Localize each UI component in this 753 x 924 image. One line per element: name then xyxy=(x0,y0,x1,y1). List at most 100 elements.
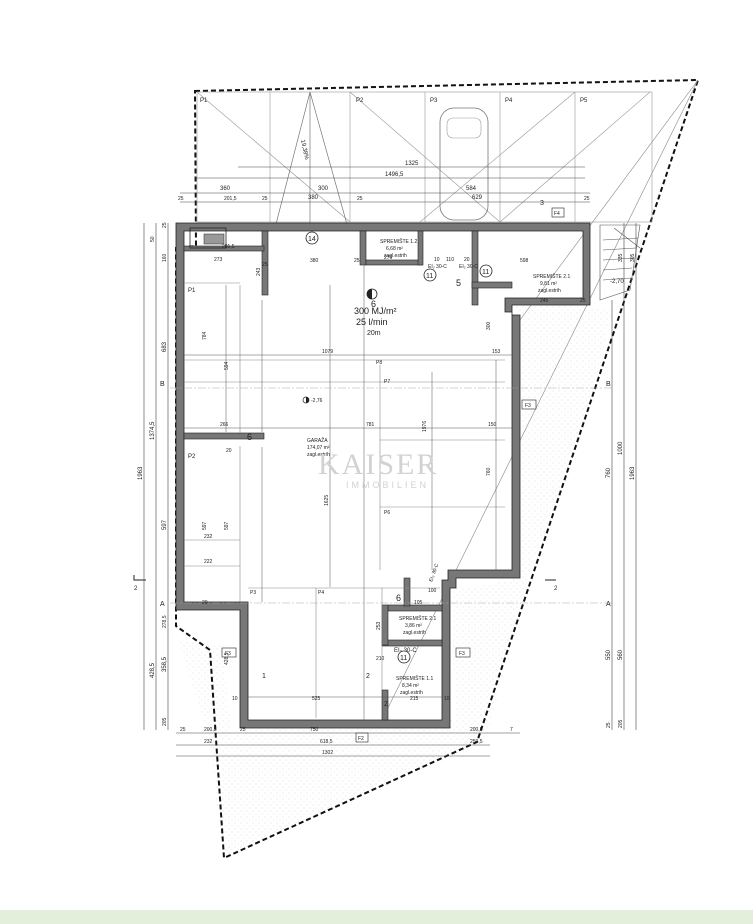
tag-f2: F2 xyxy=(358,736,364,742)
axis-lines xyxy=(170,387,612,604)
storage-2-1-name: SPREMIŠTE 2.1 xyxy=(533,273,570,280)
dim-inner-598: 598 xyxy=(520,258,529,264)
storage-1-1-name: SPREMIŠTE 1.1 xyxy=(396,675,433,682)
tag-f3-b: F3 xyxy=(225,651,231,657)
circle-mark-11-c: 11 xyxy=(400,655,407,662)
room-garage: GARAŽA 174,07 m² zagl.estrih xyxy=(307,436,330,458)
exterior-ground xyxy=(178,302,612,858)
parking-inside-p2: P2 xyxy=(188,454,196,460)
watermark-name: KAISER xyxy=(318,448,438,481)
dim-right-1963: 1963 xyxy=(630,466,636,480)
fire-flow: 25 l/min xyxy=(356,317,388,327)
dim-210: 210 xyxy=(376,656,385,662)
room-storage-2-1: SPREMIŠTE 2.1 9,81 m² zagl.estrih xyxy=(533,273,570,294)
axis-a-right: A xyxy=(606,601,611,608)
mark-5: 5 xyxy=(456,278,461,288)
dim-bottom-250-5: 250,5 xyxy=(470,739,483,745)
section-marks xyxy=(133,575,556,581)
dim-left-25: 25 xyxy=(162,222,168,228)
storage-1-2-floor: zagl.estrih xyxy=(384,253,407,259)
dim-inner-276: 276 xyxy=(384,255,393,261)
fire-distance: 20m xyxy=(367,330,381,337)
dim-right-205: 205 xyxy=(618,719,624,728)
storage-2-1-area: 9,81 m² xyxy=(540,281,557,287)
tag-f4: F4 xyxy=(554,211,560,217)
right-dimensions xyxy=(611,223,637,730)
level-exterior: -2,70 xyxy=(610,279,624,285)
room-storage-1-2: SPREMIŠTE 1.2 6,68 m² zagl.estrih xyxy=(380,238,417,259)
section-2-left: 2 xyxy=(134,586,138,592)
parking-label-p2: P2 xyxy=(356,98,364,104)
dim-right-335: 335 xyxy=(618,253,624,262)
dim-100: 100 xyxy=(428,588,437,594)
dim-10-b: 10 xyxy=(444,696,450,702)
dim-1496-5: 1496,5 xyxy=(385,172,404,178)
top-dimensions xyxy=(180,166,590,203)
car-outline xyxy=(439,107,489,221)
mark-6-a: 6 xyxy=(247,432,252,442)
dim-20-b: 20 xyxy=(226,448,232,454)
dim-1625: 1625 xyxy=(324,495,330,506)
storage-2-1-floor: zagl.estrih xyxy=(538,288,561,294)
mark-2: 2 xyxy=(366,673,370,680)
mark-2-b: 2 xyxy=(384,701,388,708)
dim-629: 629 xyxy=(472,195,483,201)
parking-grid xyxy=(196,91,653,223)
tag-boxes xyxy=(221,207,565,743)
dim-20-a: 20 xyxy=(202,600,208,606)
dim-bottom-25-a: 25 xyxy=(180,727,186,733)
dim-784: 784 xyxy=(202,331,208,340)
dim-left-1374-5: 1374,5 xyxy=(150,421,156,440)
dim-left-428-5: 428,5 xyxy=(150,662,156,678)
dim-bottom-200-5: 200,5 xyxy=(204,727,217,733)
mark-1: 1 xyxy=(262,673,266,680)
dim-right-1000: 1000 xyxy=(618,441,624,455)
dim-25-c: 25 xyxy=(357,196,363,202)
dim-215: 215 xyxy=(410,696,419,702)
section-2-right: 2 xyxy=(554,586,558,592)
mark-3: 3 xyxy=(540,200,544,207)
storage-1-2-name: SPREMIŠTE 1.2 xyxy=(380,238,417,245)
axis-b-left: B xyxy=(160,381,165,388)
dim-left-50: 50 xyxy=(150,236,156,242)
car-window xyxy=(446,117,482,139)
parking-label-p1: P1 xyxy=(200,98,208,104)
mark-6-c: 6 xyxy=(396,593,401,603)
dim-inner-top-25a: 25 xyxy=(354,258,360,264)
dim-inner-top-25: 25 xyxy=(580,298,586,304)
left-dimensions xyxy=(143,223,169,730)
dim-105: 105 xyxy=(414,600,423,606)
dim-597-a: 597 xyxy=(202,521,208,530)
dim-inner-273: 273 xyxy=(214,257,223,263)
storage-1-1-floor: zagl.estrih xyxy=(400,690,423,696)
reference-lines xyxy=(381,79,699,721)
ramp-slope: 19,38% xyxy=(299,139,309,161)
storage-1-1-area: 8,34 m² xyxy=(402,683,419,689)
dim-inner-top-201-5: 201,5 xyxy=(222,244,235,250)
dim-right-550: 550 xyxy=(606,649,612,660)
dim-781: 781 xyxy=(366,422,375,428)
dim-bottom-618-5: 618,5 xyxy=(320,739,333,745)
door-label-2: EI₂ 30-C xyxy=(459,264,478,270)
dim-1079: 1079 xyxy=(322,349,333,355)
dim-380: 380 xyxy=(308,195,319,201)
door-label-4: EI₂ 30-C xyxy=(428,563,440,583)
watermark-sub: IMMOBILIEN xyxy=(346,480,429,490)
circle-marks xyxy=(305,231,493,664)
fire-load-note: 300 MJ/m² 25 l/min 20m xyxy=(354,288,397,337)
dim-300: 300 xyxy=(486,321,492,330)
parking-inside-p4: P4 xyxy=(318,590,324,596)
garage-floor: zagl.estrih xyxy=(307,452,330,458)
exterior-stair xyxy=(599,224,641,301)
dim-525: 525 xyxy=(312,696,321,702)
axis-a-left: A xyxy=(160,601,165,608)
dim-bottom-200-5-b: 200,5 xyxy=(470,727,483,733)
dim-right-760: 760 xyxy=(606,467,612,478)
room-storage-1-1: SPREMIŠTE 1.1 8,34 m² zagl.estrih xyxy=(396,675,433,696)
dim-bottom-1302: 1302 xyxy=(322,750,333,756)
level-garage: -2,76 xyxy=(311,398,323,404)
mark-6-b: 6 xyxy=(371,299,376,309)
storage-2-1b-name: SPREMIŠTE 2.1 xyxy=(399,615,436,622)
parking-inside-p1: P1 xyxy=(188,288,196,294)
bottom-dimensions xyxy=(176,732,520,757)
